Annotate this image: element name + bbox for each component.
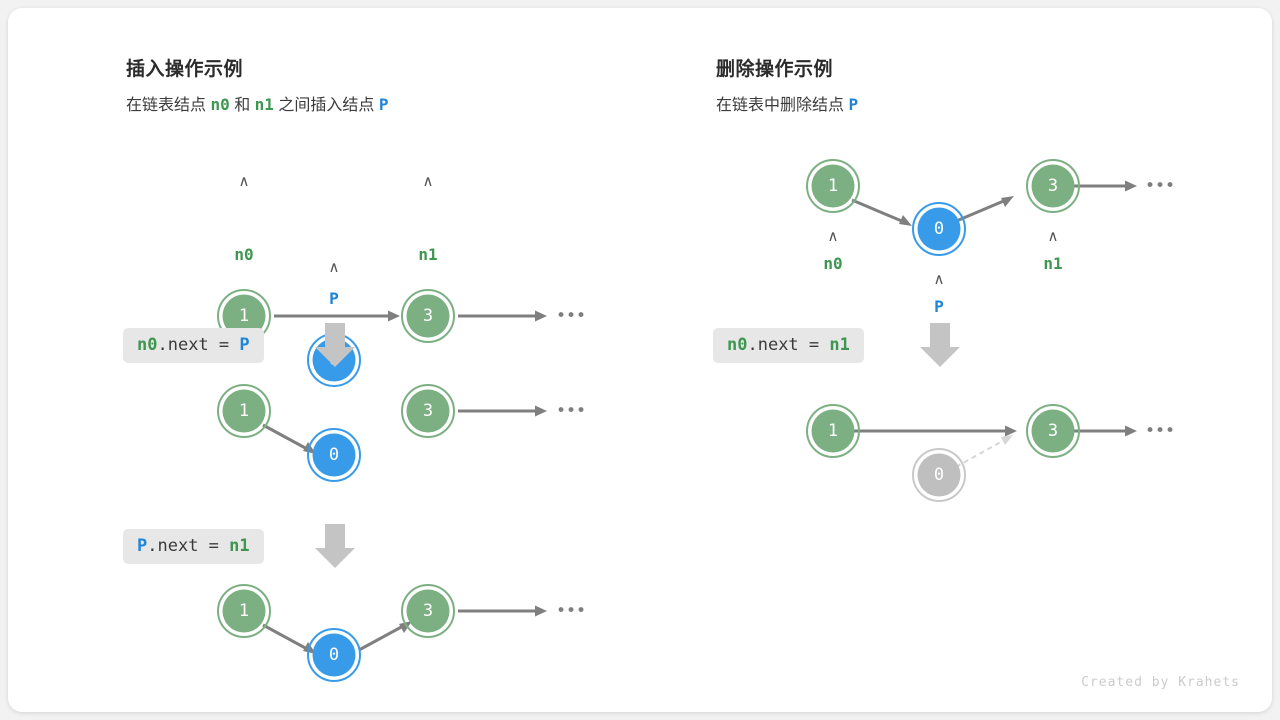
node-value: 0 bbox=[934, 219, 944, 239]
subtitle-text-2: 和 bbox=[234, 97, 251, 114]
code-token-next: .next = bbox=[747, 335, 830, 355]
code-token-n0: n0 bbox=[727, 335, 748, 355]
subtitle-ref-p: P bbox=[378, 95, 389, 114]
insert-row-step2: ••• 1 0 3 bbox=[217, 584, 586, 682]
insert-step2-code: P.next = n1 bbox=[123, 529, 264, 564]
link-n1-to-tail bbox=[1073, 180, 1137, 192]
node-value: 1 bbox=[239, 306, 249, 326]
subtitle-text-1: 在链表中删除结点 bbox=[716, 97, 845, 114]
link-n0-to-n1 bbox=[274, 310, 400, 322]
panel-delete: 删除操作示例 在链表中删除结点 P ••• 1 bbox=[598, 8, 1272, 712]
node-1: 1 bbox=[217, 384, 271, 438]
credit-label: Created by Krahets bbox=[1081, 675, 1240, 690]
insert-step2-down-arrow-icon bbox=[315, 524, 355, 568]
node-value: 0 bbox=[329, 645, 339, 665]
delete-step1-code: n0.next = n1 bbox=[713, 328, 864, 363]
node-value: 1 bbox=[828, 421, 838, 441]
node-value: 0 bbox=[934, 465, 944, 485]
caret-icon-p: ∧ bbox=[329, 258, 340, 276]
caret-icon-n1: ∧ bbox=[423, 172, 434, 190]
node-3: 3 bbox=[401, 584, 455, 638]
delete-row-result: ••• 1 0 3 bbox=[806, 404, 1175, 502]
code-token-next: .next = bbox=[157, 335, 240, 355]
link-n1-to-tail bbox=[458, 310, 547, 322]
ellipsis-icon: ••• bbox=[1145, 176, 1175, 196]
pointer-label-p: P bbox=[934, 297, 944, 316]
code-token-p: P bbox=[239, 335, 250, 355]
pointer-label-n1: n1 bbox=[418, 245, 437, 264]
insert-row-initial: ••• 1 ∧ n0 0 ∧ P 3 ∧ bbox=[217, 172, 586, 387]
insert-row-step1: ••• 1 0 3 bbox=[217, 384, 586, 482]
link-n1-to-tail bbox=[1073, 425, 1137, 437]
caret-icon-n0: ∧ bbox=[828, 227, 839, 245]
pointer-label-n0: n0 bbox=[234, 245, 253, 264]
insert-step1-code: n0.next = P bbox=[123, 328, 264, 363]
node-value: 1 bbox=[828, 176, 838, 196]
pointer-label-n0: n0 bbox=[823, 254, 842, 273]
code-token-n1: n1 bbox=[829, 335, 850, 355]
node-3: 3 bbox=[401, 289, 455, 343]
subtitle-ref-n0: n0 bbox=[210, 95, 230, 114]
caret-icon-n1: ∧ bbox=[1048, 227, 1059, 245]
insert-step1-down-arrow-icon bbox=[315, 323, 355, 367]
link-removed-node-to-n1-dashed bbox=[955, 435, 1013, 468]
node-value: 3 bbox=[423, 306, 433, 326]
subtitle-text-3: 之间插入结点 bbox=[278, 97, 375, 114]
node-value: 3 bbox=[1048, 421, 1058, 441]
link-n0-to-n1 bbox=[852, 425, 1017, 437]
pointer-label-n1: n1 bbox=[1043, 254, 1062, 273]
subtitle-text-1: 在链表结点 bbox=[126, 97, 207, 114]
node-1: 1 bbox=[217, 584, 271, 638]
link-n1-to-tail bbox=[458, 405, 547, 417]
node-3: 3 bbox=[1026, 404, 1080, 458]
node-3: 3 bbox=[1026, 159, 1080, 213]
delete-row-initial: ••• 1 ∧ n0 0 ∧ P 3 ∧ n1 bbox=[806, 159, 1175, 316]
ellipsis-icon: ••• bbox=[556, 601, 586, 621]
subtitle-ref-n1: n1 bbox=[254, 95, 274, 114]
node-value: 0 bbox=[329, 445, 339, 465]
caret-icon-n0: ∧ bbox=[239, 172, 250, 190]
delete-panel-subtitle: 在链表中删除结点 P bbox=[716, 91, 858, 115]
code-token-n0: n0 bbox=[137, 335, 158, 355]
node-1: 1 bbox=[806, 159, 860, 213]
node-value: 1 bbox=[239, 601, 249, 621]
insert-panel-title: 插入操作示例 bbox=[126, 59, 244, 80]
node-value: 3 bbox=[1048, 176, 1058, 196]
node-1: 1 bbox=[806, 404, 860, 458]
delete-step1-down-arrow-icon bbox=[920, 323, 960, 367]
subtitle-ref-p: P bbox=[848, 95, 859, 114]
node-0-removed: 0 bbox=[912, 448, 966, 502]
diagram-card: 插入操作示例 在链表结点 n0 和 n1 之间插入结点 P ••• bbox=[8, 8, 1272, 712]
node-value: 1 bbox=[239, 401, 249, 421]
delete-panel-title: 删除操作示例 bbox=[716, 59, 834, 80]
code-token-n1: n1 bbox=[229, 536, 250, 556]
insert-panel-subtitle: 在链表结点 n0 和 n1 之间插入结点 P bbox=[126, 91, 388, 115]
node-value: 3 bbox=[423, 601, 433, 621]
ellipsis-icon: ••• bbox=[556, 306, 586, 326]
ellipsis-icon: ••• bbox=[556, 401, 586, 421]
code-token-p: P bbox=[137, 536, 148, 556]
pointer-label-p: P bbox=[329, 289, 339, 308]
link-n1-to-tail bbox=[458, 605, 547, 617]
node-0: 0 bbox=[307, 428, 361, 482]
panel-insert: 插入操作示例 在链表结点 n0 和 n1 之间插入结点 P ••• bbox=[8, 8, 640, 712]
node-3: 3 bbox=[401, 384, 455, 438]
caret-icon-p: ∧ bbox=[934, 270, 945, 288]
link-n0-to-p bbox=[851, 198, 912, 226]
node-0: 0 bbox=[912, 202, 966, 256]
ellipsis-icon: ••• bbox=[1145, 421, 1175, 441]
link-p-to-n1 bbox=[358, 621, 412, 652]
code-token-next: .next = bbox=[147, 536, 230, 556]
node-0: 0 bbox=[307, 628, 361, 682]
node-value: 3 bbox=[423, 401, 433, 421]
